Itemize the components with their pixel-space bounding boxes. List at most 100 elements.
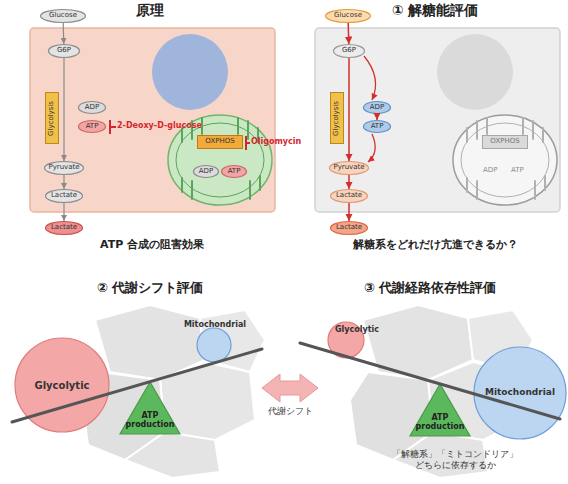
node-text: Mitochondrial [485, 388, 555, 398]
atp-triangle: ATP production [410, 384, 470, 436]
inner-membrane [176, 123, 264, 197]
inner-membrane [461, 123, 549, 197]
flux-arrow [368, 134, 375, 162]
flow-arrow [63, 175, 64, 189]
node-text: Glycolytic [34, 380, 89, 391]
node-text: OXPHOS [490, 138, 519, 146]
metabolite-ellipse: Lactate [330, 221, 368, 235]
panel-title: ① 解糖能評価 [350, 2, 520, 19]
atp-triangle: ATP production [120, 382, 180, 434]
mitochondrial-circle: Mitochondrial [473, 346, 567, 440]
node-text: Lactate [51, 192, 77, 200]
shift-label: 代謝シフト [255, 406, 325, 417]
node-text: ATP production [414, 414, 466, 432]
glycolysis-box: Glycolysis [45, 92, 59, 144]
panel-caption: 解糖系をどれだけ亢進できるか？ [310, 238, 560, 251]
shape-fill [45, 162, 84, 175]
shape-fill [330, 162, 369, 175]
shift-double-arrow [262, 374, 318, 402]
shape-fill [46, 190, 83, 203]
node-text: Glucose [49, 12, 77, 20]
flow-arrow [348, 58, 350, 161]
flow-arrow [63, 58, 64, 161]
shape-fill [331, 190, 368, 203]
oxphos-box: OXPHOS [482, 135, 528, 149]
metabolite-text: ADP [483, 166, 497, 174]
metabolite-ellipse: Lactate [45, 221, 83, 235]
node-text: Pyruvate [333, 164, 364, 172]
shape-fill [194, 166, 219, 178]
panel-caption: ATP 合成の阻害効果 [32, 238, 272, 251]
node-text: G6P [342, 47, 356, 55]
metabolite-ellipse: ATP [363, 120, 391, 133]
node-text: ATP production [124, 412, 176, 430]
node-text: Glucose [334, 12, 362, 20]
glycolytic-circle: Glycolytic [14, 337, 110, 433]
inhibition-bar [110, 120, 116, 134]
node-text: ADP [370, 104, 384, 112]
shape-fill [46, 222, 83, 235]
flow-arrow [63, 23, 65, 44]
shape-fill [49, 45, 80, 58]
shape-fill [326, 10, 371, 23]
node-text: Glycolysis [333, 101, 341, 136]
flow-arrow [348, 175, 350, 189]
inhibitor-name: 2-Deoxy-D-glucose [117, 121, 202, 131]
node-text: ATP [86, 123, 99, 131]
shape-fill [474, 347, 566, 439]
nucleus [437, 34, 513, 110]
cristae [182, 118, 260, 199]
inhibition-bar [246, 136, 250, 150]
glycolysis-box: Glycolysis [330, 92, 344, 144]
shape-fill [79, 121, 106, 133]
metabolite-text: ATP [511, 166, 524, 174]
shape-fill [364, 121, 391, 133]
metabolite-ellipse: G6P [48, 44, 80, 58]
panel-title: 原理 [100, 2, 200, 19]
node-text: ADP [199, 168, 213, 176]
shape-fill [410, 384, 470, 436]
nucleus [152, 34, 228, 110]
cell-body [315, 28, 560, 212]
node-text: ATP [228, 168, 241, 176]
shape-fill [197, 328, 231, 362]
metabolite-ellipse: Lactate [45, 189, 83, 203]
shape-fill [222, 166, 247, 178]
background-cells [82, 305, 265, 478]
panel-title: ③ 代謝経路依存性評価 [320, 280, 540, 296]
shape-fill [364, 102, 391, 114]
metabolite-ellipse: ATP [221, 165, 247, 178]
metabolite-ellipse: Lactate [330, 189, 368, 203]
cristae [467, 118, 545, 199]
mitochondrial-circle: Mitochondrial [180, 318, 250, 363]
shape-fill [334, 45, 365, 58]
metabolite-ellipse: ADP [193, 165, 219, 178]
metabolite-ellipse: Glucose [325, 9, 371, 23]
metabolite-ellipse: G6P [333, 44, 365, 58]
node-text: OXPHOS [205, 138, 234, 146]
node-text: G6P [57, 47, 71, 55]
node-text: Lactate [336, 192, 362, 200]
flow-arrow [348, 203, 350, 221]
node-text: Lactate [51, 224, 77, 232]
node-text: Pyruvate [48, 164, 79, 172]
node-text: ATP [371, 123, 384, 131]
oxphos-box: OXPHOS [197, 135, 243, 149]
metabolite-ellipse: Pyruvate [329, 161, 369, 175]
node-text: Lactate [336, 224, 362, 232]
node-text: Mitochondrial [184, 321, 246, 330]
shape-fill [120, 382, 180, 434]
metabolite-ellipse: ADP [363, 101, 391, 114]
panel-title: ② 代謝シフト評価 [50, 280, 250, 296]
panel-caption: 「解糖系」「ミトコンドリア」 どちらに依存するか [383, 449, 527, 471]
shape-fill [15, 338, 109, 432]
flow-arrow [63, 203, 64, 221]
shape-fill [331, 222, 368, 235]
background-cell [125, 432, 220, 478]
node-text: Glycolysis [48, 101, 56, 136]
background-cell [95, 305, 205, 380]
node-text: Glycolytic [335, 326, 379, 335]
metabolite-ellipse: Glucose [40, 9, 86, 23]
flow-arrow [347, 23, 349, 44]
